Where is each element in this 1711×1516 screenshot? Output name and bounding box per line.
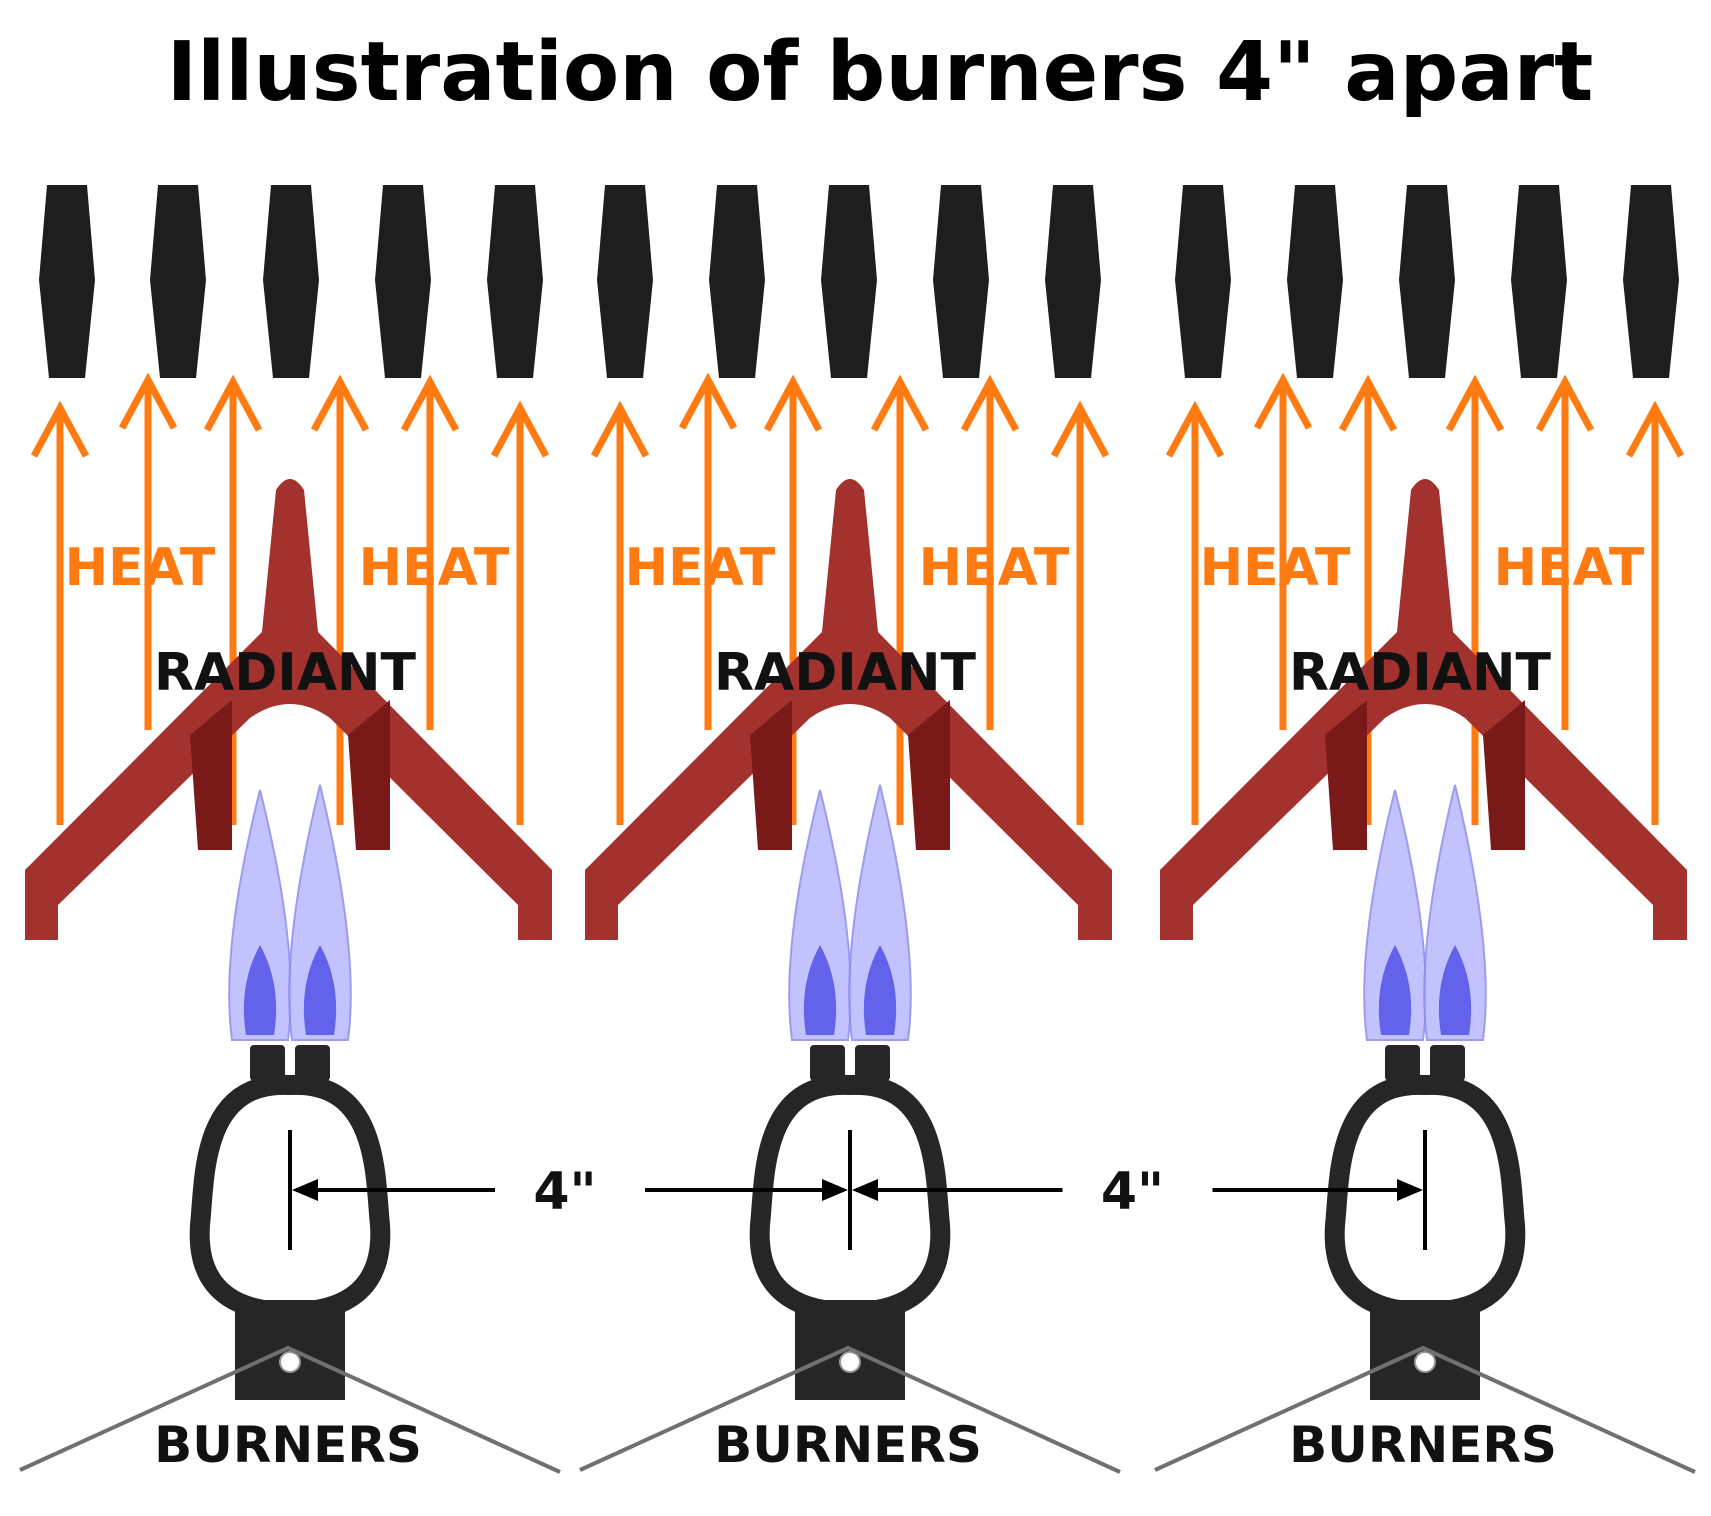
radiant-port bbox=[1483, 700, 1525, 850]
heat-arrow bbox=[870, 374, 930, 825]
spacing-dimension-2: 4" bbox=[852, 1162, 1423, 1222]
heat-arrow bbox=[400, 374, 460, 730]
heat-arrow bbox=[1165, 400, 1225, 825]
heat-arrow bbox=[763, 374, 823, 825]
grate-bar-14 bbox=[1511, 185, 1567, 378]
dimension-arrowhead bbox=[292, 1179, 318, 1201]
dimension-arrowhead bbox=[822, 1179, 848, 1201]
radiant-port bbox=[1325, 700, 1367, 850]
heat-arrow bbox=[1253, 372, 1313, 730]
dimension-lines: 4" 4" bbox=[292, 1162, 1423, 1222]
grate-bar-2 bbox=[150, 185, 206, 378]
burner-unit-1: HEAT HEAT RADIANT BURNERS bbox=[19, 479, 561, 1474]
heat-arrow bbox=[30, 400, 90, 825]
grate-bar-12 bbox=[1287, 185, 1343, 378]
heat-arrow bbox=[310, 374, 370, 825]
grate-bar-15 bbox=[1623, 185, 1679, 378]
spacing-label: 4" bbox=[533, 1162, 596, 1222]
heat-label-right: HEAT bbox=[919, 538, 1070, 598]
heat-arrow bbox=[1050, 400, 1110, 825]
spacing-label: 4" bbox=[1101, 1162, 1164, 1222]
heat-arrow bbox=[1625, 400, 1685, 825]
radiant-port bbox=[908, 700, 950, 850]
burners-label: BURNERS bbox=[1289, 1416, 1557, 1474]
heat-arrow bbox=[203, 374, 263, 825]
spacing-dimension-1: 4" bbox=[292, 1162, 848, 1222]
radiant-label: RADIANT bbox=[714, 643, 977, 703]
radiant-shield bbox=[585, 479, 1112, 940]
diagram-title: Illustration of burners 4" apart bbox=[167, 25, 1594, 120]
grate-bar-3 bbox=[263, 185, 319, 378]
radiant-label: RADIANT bbox=[154, 643, 417, 703]
heat-arrow bbox=[590, 400, 650, 825]
radiant-port bbox=[348, 700, 390, 850]
burners-leader-line bbox=[579, 1345, 1121, 1474]
burner-unit-2: HEAT HEAT RADIANT BURNERS bbox=[579, 479, 1121, 1474]
grate-row bbox=[39, 185, 1679, 378]
radiant-label: RADIANT bbox=[1289, 643, 1552, 703]
heat-arrows bbox=[30, 372, 1685, 825]
grate-bar-5 bbox=[487, 185, 543, 378]
grate-bar-10 bbox=[1045, 185, 1101, 378]
burners-leader-line bbox=[19, 1345, 561, 1474]
dimension-arrowhead bbox=[852, 1179, 878, 1201]
heat-arrow bbox=[1338, 374, 1398, 825]
burners-label: BURNERS bbox=[154, 1416, 422, 1474]
heat-label-right: HEAT bbox=[1494, 538, 1645, 598]
grate-bar-11 bbox=[1175, 185, 1231, 378]
burner-unit-3: HEAT HEAT RADIANT BURNERS bbox=[1154, 479, 1696, 1474]
grate-bar-4 bbox=[375, 185, 431, 378]
heat-arrow bbox=[960, 374, 1020, 730]
grate-bar-1 bbox=[39, 185, 95, 378]
heat-label-right: HEAT bbox=[359, 538, 510, 598]
burners-label: BURNERS bbox=[714, 1416, 982, 1474]
burner-flame bbox=[1363, 784, 1487, 1041]
heat-label-left: HEAT bbox=[65, 538, 216, 598]
dimension-arrowhead bbox=[1397, 1179, 1423, 1201]
heat-arrow bbox=[118, 372, 178, 730]
radiant-port bbox=[750, 700, 792, 850]
burner-body bbox=[189, 1045, 391, 1400]
grate-bar-13 bbox=[1399, 185, 1455, 378]
grate-bar-7 bbox=[709, 185, 765, 378]
radiant-port bbox=[190, 700, 232, 850]
burner-units: HEAT HEAT RADIANT BURNERS HEAT HEAT RADIANT BUR… bbox=[19, 479, 1696, 1474]
burners-leader-line bbox=[1154, 1345, 1696, 1474]
heat-arrow bbox=[1535, 374, 1595, 730]
burner-flame bbox=[228, 784, 352, 1041]
heat-label-left: HEAT bbox=[625, 538, 776, 598]
heat-arrow bbox=[1445, 374, 1505, 825]
heat-arrow bbox=[490, 400, 550, 825]
radiant-shield bbox=[1160, 479, 1687, 940]
burner-flame bbox=[788, 784, 912, 1041]
heat-arrow bbox=[678, 372, 738, 730]
heat-label-left: HEAT bbox=[1200, 538, 1351, 598]
grate-bar-9 bbox=[933, 185, 989, 378]
grate-bar-6 bbox=[597, 185, 653, 378]
grate-bar-8 bbox=[821, 185, 877, 378]
radiant-shield bbox=[25, 479, 552, 940]
